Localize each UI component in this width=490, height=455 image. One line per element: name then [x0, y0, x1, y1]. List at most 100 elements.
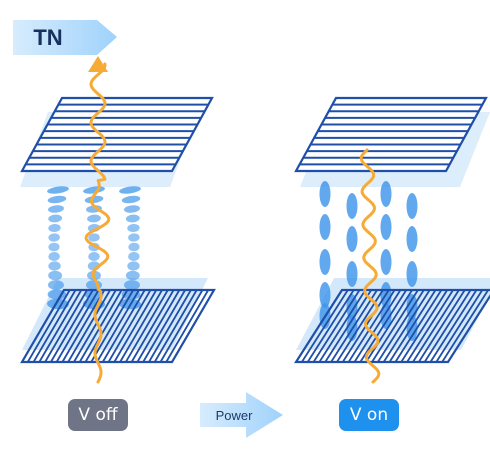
lc-molecule: [48, 252, 60, 261]
polarizer-line: [377, 289, 425, 363]
molecule-columns: [47, 186, 141, 310]
upper-polarizer: [294, 96, 488, 173]
polarizer-line: [153, 289, 198, 363]
polarizer-line: [130, 289, 175, 363]
polarizer-line: [119, 289, 163, 363]
lc-molecule: [125, 270, 140, 281]
lc-molecule: [319, 282, 331, 308]
lc-molecule: [48, 205, 64, 213]
polarizer-line: [353, 289, 402, 363]
lc-molecule: [84, 195, 104, 204]
polarizer-line: [113, 289, 158, 363]
polarizer-line: [107, 289, 152, 363]
light-exit-arrow: [88, 56, 108, 72]
polarizer-line: [435, 289, 484, 363]
lc-molecule: [47, 186, 69, 194]
lc-molecule: [380, 214, 392, 240]
polarizer-line: [125, 289, 169, 363]
polarizer-line: [101, 289, 146, 363]
polarizer-line: [55, 289, 100, 363]
lc-molecule: [119, 186, 141, 194]
polarizer-line: [324, 289, 372, 363]
polarizer-line: [165, 289, 210, 363]
lc-molecule: [406, 261, 418, 287]
polarizer-line: [429, 289, 478, 363]
lc-molecule: [87, 214, 101, 223]
lc-molecule: [124, 205, 140, 213]
polarizer-line: [312, 289, 361, 363]
lc-molecule: [380, 181, 392, 207]
polarizer-line: [73, 289, 117, 363]
lc-molecule: [121, 195, 141, 204]
polarizer-line: [347, 289, 396, 363]
lc-molecule: [125, 214, 140, 223]
polarizer-line: [50, 289, 94, 363]
power-label: Power: [215, 407, 253, 423]
lc-molecule: [346, 193, 358, 219]
polarizer-line: [32, 289, 77, 363]
lc-molecule: [319, 181, 331, 207]
lc-molecule: [88, 233, 100, 242]
polarizer-line: [78, 289, 123, 363]
polarizer-line: [371, 289, 419, 363]
lc-molecule: [48, 233, 60, 242]
polarizer-frame: [294, 96, 488, 173]
polarizer-line: [90, 289, 135, 363]
polarizer-line: [382, 289, 431, 363]
polarizer-line: [136, 289, 181, 363]
polarizer-line: [441, 289, 489, 363]
polarizer-frame: [20, 96, 214, 173]
power-arrow: [200, 392, 283, 438]
polarizer-line: [159, 289, 204, 363]
polarizer-frame: [20, 288, 216, 364]
v-on-badge: V on: [339, 399, 399, 431]
polarizer-line: [418, 289, 466, 363]
polarizer-frame: [293, 288, 490, 364]
lc-molecule: [319, 214, 331, 240]
light-wave: [359, 148, 381, 384]
polarizer-line: [365, 289, 413, 363]
lc-molecule: [406, 193, 418, 219]
light-wave: [84, 62, 111, 384]
lc-molecule: [48, 261, 61, 271]
lc-molecule: [380, 249, 392, 275]
polarizer-line: [38, 289, 83, 363]
v-on-cell: [293, 96, 490, 384]
polarizer-line: [359, 289, 408, 363]
tn-header-arrow: [13, 20, 117, 55]
v-off-cell: [20, 56, 216, 384]
lc-molecule: [346, 261, 358, 287]
polarizer-line: [44, 289, 88, 363]
lc-molecule: [346, 294, 358, 320]
lc-molecule: [128, 252, 140, 261]
lc-molecule: [128, 233, 140, 242]
polarizer-line: [330, 289, 378, 363]
lc-molecule: [48, 242, 60, 252]
lc-molecule: [47, 195, 67, 204]
polarizer-line: [412, 289, 460, 363]
polarizer-line: [318, 289, 367, 363]
polarizer-line: [61, 289, 106, 363]
polarizer-line: [84, 289, 129, 363]
lc-molecule: [48, 214, 63, 223]
polarizer-line: [96, 289, 140, 363]
polarizer-line: [148, 289, 192, 363]
lc-molecule: [48, 280, 64, 290]
lc-molecule: [124, 280, 140, 290]
polarizer-line: [394, 289, 443, 363]
lc-molecule: [88, 252, 100, 261]
polarizer-line: [423, 289, 472, 363]
polarizer-line: [142, 289, 186, 363]
lc-molecule: [346, 226, 358, 252]
lc-molecule: [319, 249, 331, 275]
lc-molecule: [406, 226, 418, 252]
lc-molecule: [48, 270, 63, 281]
v-off-badge: V off: [68, 399, 128, 431]
lc-molecule: [127, 223, 140, 233]
tn-title: TN: [33, 25, 63, 50]
upper-polarizer: [20, 96, 214, 173]
polarizer-line: [400, 289, 448, 363]
polarizer-line: [306, 289, 355, 363]
polarizer-line: [388, 289, 437, 363]
